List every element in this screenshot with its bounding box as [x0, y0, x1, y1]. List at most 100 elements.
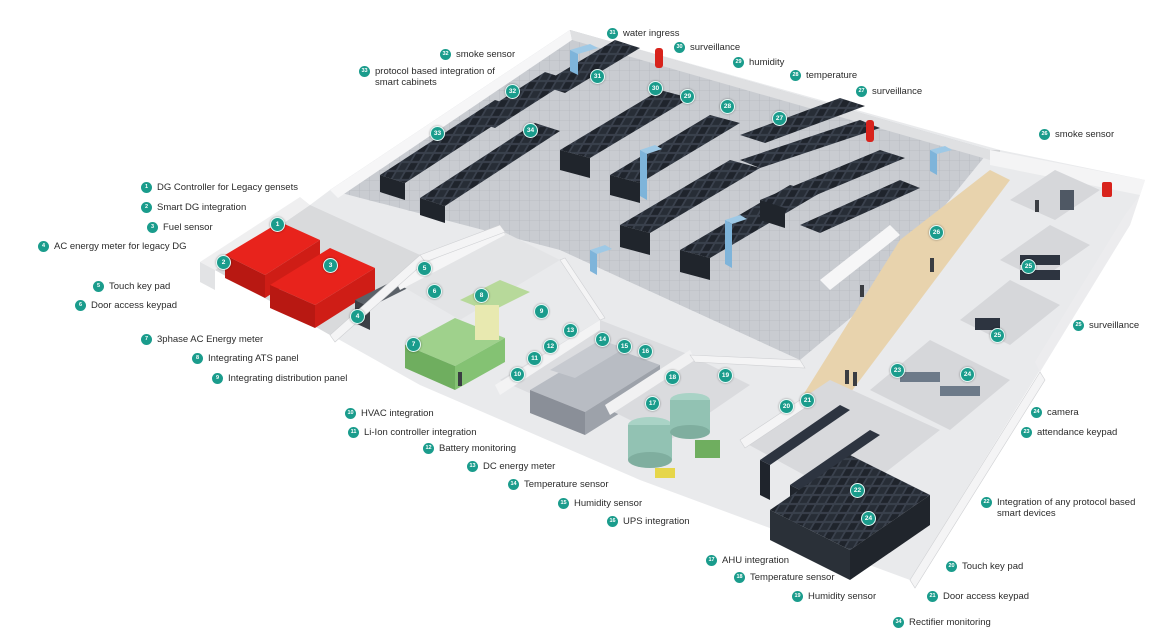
server-cabinet-rows: [380, 40, 952, 280]
diagram-marker: 28: [720, 99, 735, 114]
diagram-marker: 2: [216, 255, 231, 270]
callout-text: surveillance: [872, 86, 923, 97]
callout-number-badge: 20: [946, 561, 957, 572]
diagram-marker: 30: [648, 81, 663, 96]
callout-text: smoke sensor: [456, 49, 516, 60]
diagram-marker: 14: [595, 332, 610, 347]
diagram-marker: 3: [323, 258, 338, 273]
diagram-marker: 20: [779, 399, 794, 414]
genset-1: [225, 222, 320, 275]
diagram-marker: 10: [510, 367, 525, 382]
callout-number-badge: 25: [1073, 320, 1084, 331]
diagram-marker: 13: [563, 323, 578, 338]
callout-text: Touch key pad: [962, 561, 1024, 572]
diagram-marker: 27: [772, 111, 787, 126]
diagram-marker: 24: [861, 511, 876, 526]
callout-text: Humidity sensor: [574, 498, 643, 509]
callout-number-badge: 19: [792, 591, 803, 602]
callout-number-badge: 16: [607, 516, 618, 527]
rectifier-cabinets: [770, 455, 930, 550]
ahu-room: [605, 350, 750, 478]
callout-number-badge: 32: [440, 49, 451, 60]
callout-number-badge: 18: [734, 572, 745, 583]
diagram-marker: 8: [474, 288, 489, 303]
callout-text: attendance keypad: [1037, 427, 1118, 438]
callout-text: HVAC integration: [361, 408, 434, 419]
callout-label: 32 smoke sensor: [440, 49, 515, 60]
diagram-marker: 7: [406, 337, 421, 352]
diagram-marker: 33: [430, 126, 445, 141]
callout-label: 8 Integrating ATS panel: [192, 353, 299, 364]
battery-racks: [530, 345, 660, 412]
diagram-marker: 15: [617, 339, 632, 354]
callout-text: Integrating ATS panel: [208, 353, 299, 364]
callout-text: Door access keypad: [943, 591, 1030, 602]
callout-text: AHU integration: [722, 555, 790, 566]
corridor: [800, 170, 1010, 420]
callout-number-badge: 13: [467, 461, 478, 472]
callout-text: DC energy meter: [483, 461, 556, 472]
callout-number-badge: 30: [674, 42, 685, 53]
callout-label: 26 smoke sensor: [1039, 129, 1114, 140]
callout-label: 16 UPS integration: [607, 516, 690, 527]
callout-text: Door access keypad: [91, 300, 178, 311]
diagram-marker: 19: [718, 368, 733, 383]
callout-number-badge: 22: [981, 497, 992, 508]
callout-number-badge: 33: [359, 66, 370, 77]
callout-label: 1 DG Controller for Legacy gensets: [141, 182, 298, 193]
callout-text: smoke sensor: [1055, 129, 1115, 140]
callout-number-badge: 28: [790, 70, 801, 81]
callout-label: 13 DC energy meter: [467, 461, 555, 472]
diagram-marker: 4: [350, 309, 365, 324]
callout-label: 6 Door access keypad: [75, 300, 177, 311]
callout-text: DG Controller for Legacy gensets: [157, 182, 298, 193]
callout-text: surveillance: [690, 42, 741, 53]
callout-number-badge: 21: [927, 591, 938, 602]
callout-text: Humidity sensor: [808, 591, 877, 602]
callout-number-badge: 7: [141, 334, 152, 345]
diagram-marker: 6: [427, 284, 442, 299]
callout-text: Smart DG integration: [157, 202, 247, 213]
electrical-room: [395, 225, 560, 390]
callout-number-badge: 31: [607, 28, 618, 39]
callout-number-badge: 4: [38, 241, 49, 252]
callout-label: 21 Door access keypad: [927, 591, 1029, 602]
callout-text: water ingress: [623, 28, 680, 39]
people-figures: [458, 200, 1039, 386]
diagram-marker: 18: [665, 370, 680, 385]
diagram-marker: 34: [523, 123, 538, 138]
callout-text: UPS integration: [623, 516, 690, 527]
callout-number-badge: 6: [75, 300, 86, 311]
diagram-marker: 23: [890, 363, 905, 378]
callout-number-badge: 3: [147, 222, 158, 233]
callout-text: 3phase AC Energy meter: [157, 334, 264, 345]
diagram-marker: 21: [800, 393, 815, 408]
callout-number-badge: 29: [733, 57, 744, 68]
callout-label: 19 Humidity sensor: [792, 591, 876, 602]
callout-text: Touch key pad: [109, 281, 171, 292]
callout-label: 2 Smart DG integration: [141, 202, 246, 213]
diagram-marker: 11: [527, 351, 542, 366]
callout-label: 20 Touch key pad: [946, 561, 1023, 572]
genset-2: [270, 248, 375, 305]
callout-number-badge: 1: [141, 182, 152, 193]
diagram-marker: 9: [534, 304, 549, 319]
callout-number-badge: 8: [192, 353, 203, 364]
callout-number-badge: 2: [141, 202, 152, 213]
callout-number-badge: 15: [558, 498, 569, 509]
callout-number-badge: 26: [1039, 129, 1050, 140]
callout-number-badge: 10: [345, 408, 356, 419]
diagram-marker: 12: [543, 339, 558, 354]
